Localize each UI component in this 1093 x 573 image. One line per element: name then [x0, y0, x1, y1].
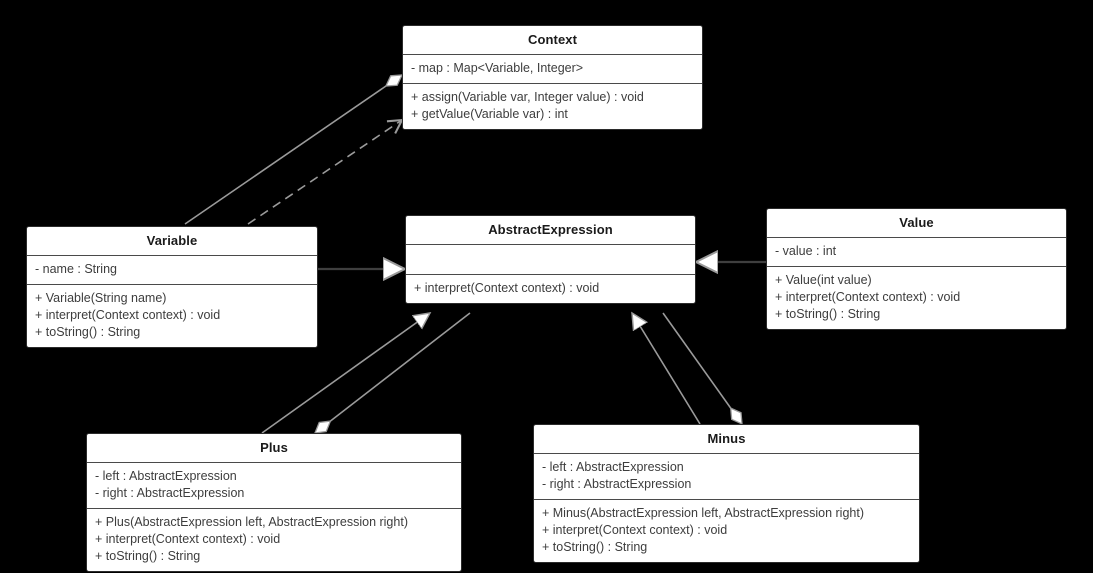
class-operation: + interpret(Context context) : void: [775, 290, 961, 304]
class-operation: + interpret(Context context) : void: [35, 308, 221, 322]
class-attributes-minus: - left : AbstractExpression - right : Ab…: [534, 453, 919, 499]
class-attribute: - map : Map<Variable, Integer>: [411, 61, 584, 75]
class-box-abstractexpression[interactable]: AbstractExpression + interpret(Context c…: [405, 215, 696, 304]
class-box-context[interactable]: Context - map : Map<Variable, Integer> +…: [402, 25, 703, 130]
class-operations-context: + assign(Variable var, Integer value) : …: [403, 83, 702, 129]
edge-abstractexpression-aggregated-by-plus: [315, 312, 471, 433]
class-attributes-abstractexpression: [406, 244, 695, 274]
class-box-minus[interactable]: Minus - left : AbstractExpression - righ…: [533, 424, 920, 563]
class-name-variable: Variable: [146, 233, 198, 248]
class-operation: + Variable(String name): [35, 291, 167, 305]
class-attributes-value: - value : int: [767, 237, 1066, 266]
class-operation: + toString() : String: [35, 325, 141, 339]
class-operations-value: + Value(int value) + interpret(Context c…: [767, 266, 1066, 329]
class-operation: + Minus(AbstractExpression left, Abstrac…: [542, 506, 865, 520]
class-attribute: - right : AbstractExpression: [95, 486, 245, 500]
class-attributes-plus: - left : AbstractExpression - right : Ab…: [87, 462, 461, 508]
class-attribute: - name : String: [35, 262, 117, 276]
class-operation: + Plus(AbstractExpression left, Abstract…: [95, 515, 408, 529]
class-name-minus: Minus: [707, 431, 746, 446]
class-operation: + Value(int value): [775, 273, 872, 287]
class-operation: + getValue(Variable var) : int: [411, 107, 568, 121]
edge-abstractexpression-aggregated-by-minus: [662, 312, 742, 424]
class-attributes-variable: - name : String: [27, 255, 317, 284]
class-box-plus[interactable]: Plus - left : AbstractExpression - right…: [86, 433, 462, 572]
class-attribute: - left : AbstractExpression: [95, 469, 237, 483]
class-operation: + toString() : String: [542, 540, 648, 554]
class-operation: + interpret(Context context) : void: [95, 532, 281, 546]
class-name-abstractexpression: AbstractExpression: [488, 222, 613, 237]
class-operations-variable: + Variable(String name) + interpret(Cont…: [27, 284, 317, 347]
class-box-value[interactable]: Value - value : int + Value(int value) +…: [766, 208, 1067, 330]
class-operation: + toString() : String: [95, 549, 201, 563]
class-name-context: Context: [527, 32, 578, 47]
class-attribute: - right : AbstractExpression: [542, 477, 692, 491]
edge-variable-aggregated-by-context: [184, 75, 402, 225]
class-operation: + interpret(Context context) : void: [414, 281, 600, 295]
class-operations-plus: + Plus(AbstractExpression left, Abstract…: [87, 508, 461, 571]
class-attributes-context: - map : Map<Variable, Integer>: [403, 54, 702, 83]
class-attribute: - left : AbstractExpression: [542, 460, 684, 474]
class-name-plus: Plus: [260, 440, 288, 455]
class-operations-abstractexpression: + interpret(Context context) : void: [406, 274, 695, 303]
class-box-variable[interactable]: Variable - name : String + Variable(Stri…: [26, 226, 318, 348]
edge-variable-depends-on-context: [247, 118, 404, 225]
class-operation: + toString() : String: [775, 307, 881, 321]
class-operation: + assign(Variable var, Integer value) : …: [411, 90, 644, 104]
class-operations-minus: + Minus(AbstractExpression left, Abstrac…: [534, 499, 919, 562]
class-name-value: Value: [899, 215, 934, 230]
class-attribute: - value : int: [775, 244, 837, 258]
class-operation: + interpret(Context context) : void: [542, 523, 728, 537]
edge-minus-extends-abstractexpression: [632, 313, 701, 425]
